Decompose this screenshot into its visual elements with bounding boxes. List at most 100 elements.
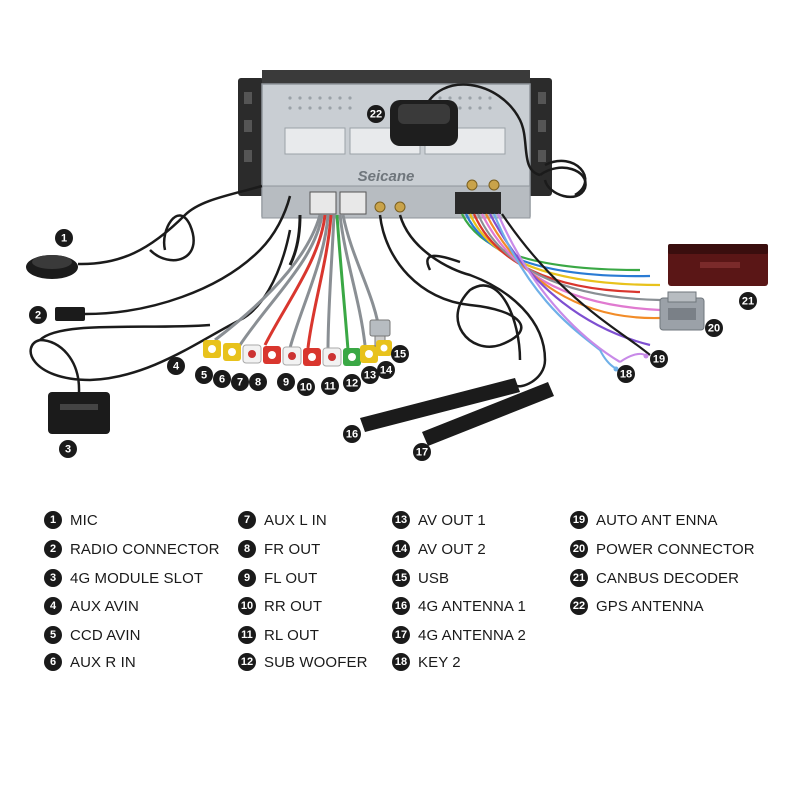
callout-badge-13: 13	[361, 366, 379, 384]
antenna-jack	[374, 201, 386, 213]
svg-text:1: 1	[61, 233, 67, 245]
legend-item-5: 5 CCD AVIN	[44, 625, 141, 645]
legend-label: RL OUT	[264, 626, 320, 644]
legend-label: AUX L IN	[264, 511, 327, 529]
brand-text: Seicane	[358, 168, 415, 185]
svg-text:3: 3	[65, 444, 71, 456]
legend-item-12: 12 SUB WOOFER	[238, 652, 368, 672]
legend-label: FR OUT	[264, 540, 321, 558]
svg-text:21: 21	[742, 296, 754, 308]
legend-number: 7	[238, 511, 256, 529]
callout-badge-11: 11	[321, 377, 339, 395]
rca-plug	[303, 348, 321, 366]
right-mounting-bracket	[526, 78, 552, 196]
harness-socket	[309, 191, 337, 215]
svg-text:4: 4	[173, 361, 180, 373]
rca-plug	[223, 343, 241, 361]
callout-badge-7: 7	[231, 373, 249, 391]
rca-harness	[214, 214, 382, 351]
rca-plug	[360, 345, 378, 363]
legend-number: 18	[392, 653, 410, 671]
legend-label: POWER CONNECTOR	[596, 540, 755, 558]
svg-text:13: 13	[364, 370, 376, 382]
chassis-top	[262, 70, 530, 86]
callout-badge-10: 10	[297, 378, 315, 396]
legend-number: 15	[392, 569, 410, 587]
left-mounting-bracket	[238, 78, 264, 196]
legend-number: 20	[570, 540, 588, 558]
svg-text:2: 2	[35, 310, 41, 322]
callout-badge-1: 1	[55, 229, 73, 247]
legend-item-8: 8 FR OUT	[238, 539, 320, 559]
legend-number: 8	[238, 540, 256, 558]
legend-label: AUX AVIN	[70, 597, 139, 615]
main-power-socket	[455, 192, 501, 214]
4g-module	[29, 229, 292, 434]
power-harness	[461, 213, 661, 363]
legend-number: 21	[570, 569, 588, 587]
antenna-jack	[394, 201, 406, 213]
harness-socket	[339, 191, 367, 215]
callout-badge-15: 15	[391, 345, 409, 363]
legend-label: AUX R IN	[70, 653, 136, 671]
legend-label: CCD AVIN	[70, 626, 141, 644]
legend-number: 19	[570, 511, 588, 529]
rca-plug	[203, 340, 221, 358]
callout-badge-8: 8	[249, 373, 267, 391]
4g-antenna-1	[360, 378, 520, 432]
spec-label	[284, 127, 346, 155]
svg-text:11: 11	[324, 381, 336, 393]
legend-label: AUTO ANT ENNA	[596, 511, 718, 529]
power-connector	[659, 291, 705, 331]
callout-badge-20: 20	[705, 319, 723, 337]
rca-plug	[263, 346, 281, 364]
legend-number: 12	[238, 653, 256, 671]
svg-text:17: 17	[416, 447, 428, 459]
svg-text:9: 9	[283, 377, 289, 389]
rca-plug	[376, 340, 392, 356]
legend-item-7: 7 AUX L IN	[238, 510, 327, 530]
4g-antenna-2	[422, 382, 554, 446]
legend-label: GPS ANTENNA	[596, 597, 704, 615]
callout-badge-9: 9	[277, 373, 295, 391]
callout-badge-6: 6	[213, 370, 231, 388]
radio-connector	[55, 195, 292, 321]
wire-ends	[599, 349, 649, 372]
svg-text:22: 22	[370, 109, 382, 121]
legend-number: 1	[44, 511, 62, 529]
legend-number: 2	[44, 540, 62, 558]
svg-text:8: 8	[255, 377, 261, 389]
legend-label: SUB WOOFER	[264, 653, 368, 671]
legend-item-15: 15 USB	[392, 568, 449, 588]
legend-number: 16	[392, 597, 410, 615]
callout-badge-17: 17	[413, 443, 431, 461]
rca-plugs	[203, 319, 392, 367]
callout-badge-12: 12	[343, 374, 361, 392]
legend-number: 5	[44, 626, 62, 644]
legend-label: RR OUT	[264, 597, 323, 615]
svg-text:15: 15	[394, 349, 406, 361]
svg-text:20: 20	[708, 323, 720, 335]
rca-plug	[282, 346, 302, 366]
legend-label: USB	[418, 569, 450, 587]
legend-number: 11	[238, 626, 256, 644]
legend-number: 14	[392, 540, 410, 558]
gps-antenna	[390, 83, 587, 199]
callout-badge-21: 21	[739, 292, 757, 310]
antenna-jack	[466, 179, 478, 191]
svg-text:16: 16	[346, 429, 358, 441]
svg-text:12: 12	[346, 378, 358, 390]
legend-label: AV OUT 2	[418, 540, 486, 558]
legend-item-22: 22 GPS ANTENNA	[570, 596, 704, 616]
legend-number: 22	[570, 597, 588, 615]
callout-badge-2: 2	[29, 306, 47, 324]
